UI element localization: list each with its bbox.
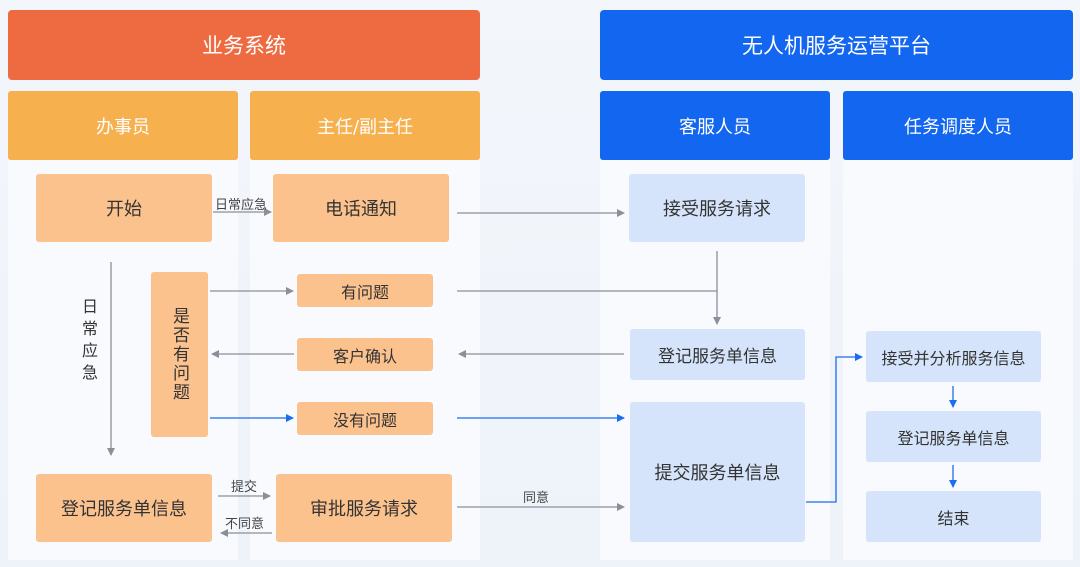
- node-no-problem: 没有问题: [297, 402, 433, 435]
- role-clerk: 办事员: [8, 91, 238, 160]
- label-daily-emergency: 日常应急: [215, 198, 268, 213]
- label-daily-emergency-vertical: 日常应急: [79, 298, 98, 386]
- header-drone-platform: 无人机服务运营平台: [600, 10, 1073, 80]
- role-director: 主任/副主任: [250, 91, 480, 160]
- label-agree: 同意: [523, 491, 550, 506]
- header-business-system: 业务系统: [8, 10, 480, 80]
- node-customer-confirm: 客户确认: [297, 338, 433, 371]
- node-register-info-dispatch: 登记服务单信息: [866, 411, 1041, 462]
- role-dispatcher: 任务调度人员: [843, 91, 1073, 160]
- node-is-problem-question: 是否有问题: [151, 272, 208, 437]
- node-accept-request: 接受服务请求: [629, 174, 805, 242]
- edge-submit-to-analyze: [806, 353, 863, 503]
- node-approve-request: 审批服务请求: [276, 474, 452, 542]
- label-disagree: 不同意: [225, 517, 265, 532]
- node-end: 结束: [866, 491, 1041, 542]
- node-is-problem-question-text: 是否有问题: [169, 307, 189, 402]
- node-submit-info: 提交服务单信息: [630, 402, 805, 542]
- node-accept-analyze: 接受并分析服务信息: [866, 331, 1041, 382]
- node-register-info-cs: 登记服务单信息: [630, 329, 805, 380]
- node-has-problem: 有问题: [297, 274, 433, 307]
- label-submit: 提交: [231, 480, 258, 495]
- node-register-info-clerk: 登记服务单信息: [36, 474, 212, 542]
- node-start: 开始: [36, 174, 212, 242]
- node-phone-notify: 电话通知: [273, 174, 449, 242]
- role-customer-service: 客服人员: [600, 91, 830, 160]
